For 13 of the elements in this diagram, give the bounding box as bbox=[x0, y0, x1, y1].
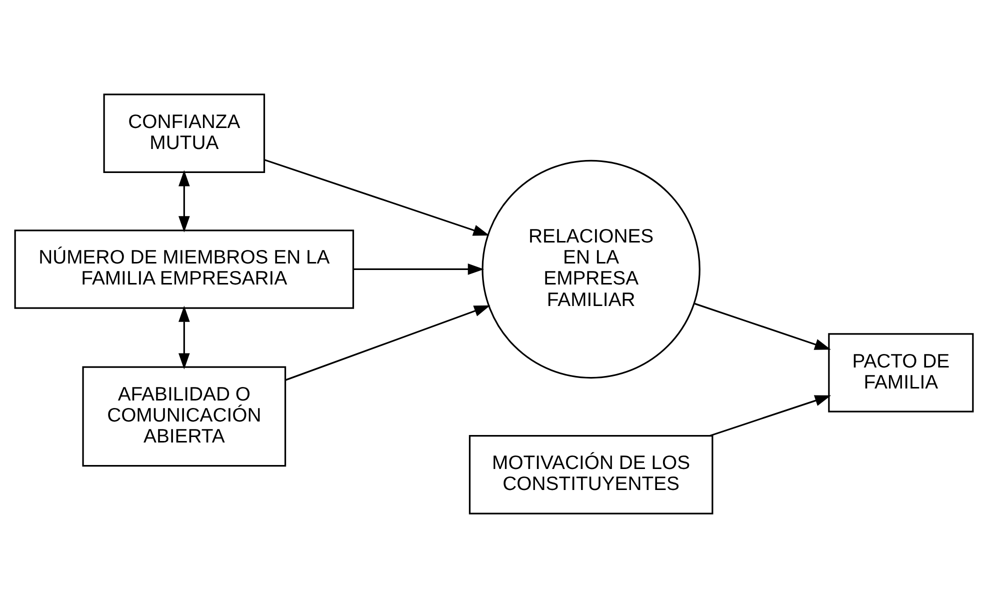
arrow bbox=[710, 395, 832, 436]
arrow bbox=[353, 264, 484, 275]
arrow bbox=[178, 170, 190, 232]
arrow bbox=[285, 305, 490, 381]
arrow bbox=[178, 306, 190, 370]
node-box: MOTIVACIÓN DE LOS CONSTITUYENTES bbox=[468, 435, 714, 514]
arrow bbox=[264, 159, 490, 236]
node-box: AFABILIDAD O COMUNICACIÓN ABIERTA bbox=[82, 366, 286, 467]
arrow bbox=[694, 302, 831, 350]
node-circle: RELACIONES EN LA EMPRESA FAMILIAR bbox=[482, 160, 700, 379]
node-box: PACTO DE FAMILIA bbox=[828, 333, 974, 412]
node-box: CONFIANZA MUTUA bbox=[103, 94, 266, 173]
node-box: NÚMERO DE MIEMBROS EN LA FAMILIA EMPRESARIA bbox=[14, 230, 354, 309]
